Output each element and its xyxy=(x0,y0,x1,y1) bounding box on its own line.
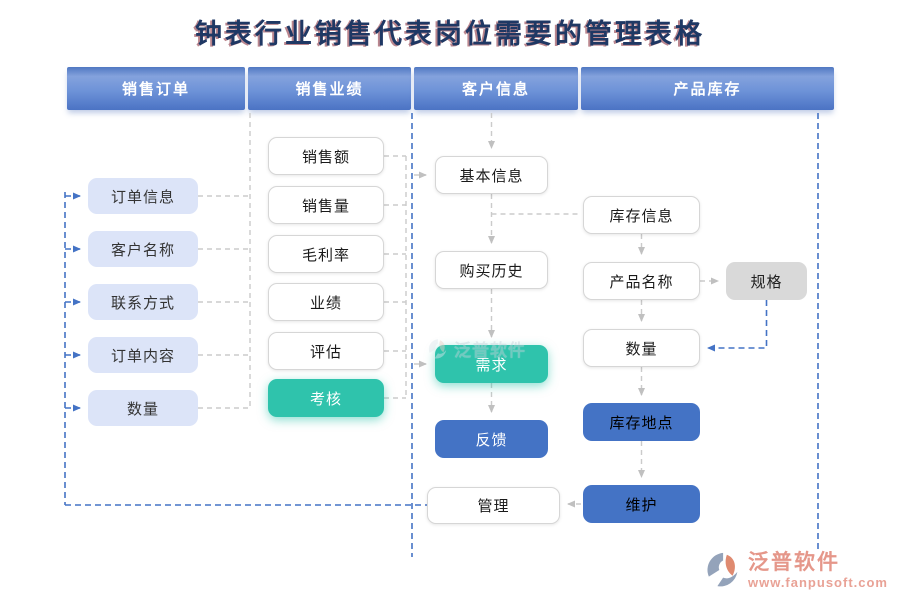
node-order-info: 订单信息 xyxy=(88,178,198,214)
node-management: 管理 xyxy=(427,487,560,524)
footer-logo: 泛普软件 www.fanpusoft.com xyxy=(706,551,888,590)
node-sales-volume: 销售量 xyxy=(268,186,384,224)
node-demand: 需求 xyxy=(435,345,548,383)
header-customer-info: 客户信息 xyxy=(414,67,578,110)
node-specification: 规格 xyxy=(726,262,807,300)
node-order-content: 订单内容 xyxy=(88,337,198,373)
header-sales-performance: 销售业绩 xyxy=(248,67,411,110)
node-feedback: 反馈 xyxy=(435,420,548,458)
node-assessment: 考核 xyxy=(268,379,384,417)
node-performance: 业绩 xyxy=(268,283,384,321)
page-title: 钟表行业销售代表岗位需要的管理表格 xyxy=(195,19,705,49)
footer-url-text: www.fanpusoft.com xyxy=(747,575,888,590)
header-sales-order: 销售订单 xyxy=(67,67,245,110)
fanpu-logo-icon xyxy=(707,552,738,587)
node-sales-amount: 销售额 xyxy=(268,137,384,175)
header-product-inventory: 产品库存 xyxy=(581,67,834,110)
node-gross-margin: 毛利率 xyxy=(268,235,384,273)
node-evaluation: 评估 xyxy=(268,332,384,370)
footer-brand-text: 泛普软件 xyxy=(747,551,840,574)
node-customer-name: 客户名称 xyxy=(88,231,198,267)
node-product-name: 产品名称 xyxy=(583,262,700,300)
node-inventory-info: 库存信息 xyxy=(583,196,700,234)
node-purchase-history: 购买历史 xyxy=(435,251,548,289)
node-maintenance: 维护 xyxy=(583,485,700,523)
node-basic-info: 基本信息 xyxy=(435,156,548,194)
node-order-quantity: 数量 xyxy=(88,390,198,426)
node-contact-method: 联系方式 xyxy=(88,284,198,320)
node-inventory-quantity: 数量 xyxy=(583,329,700,367)
node-inventory-location: 库存地点 xyxy=(583,403,700,441)
